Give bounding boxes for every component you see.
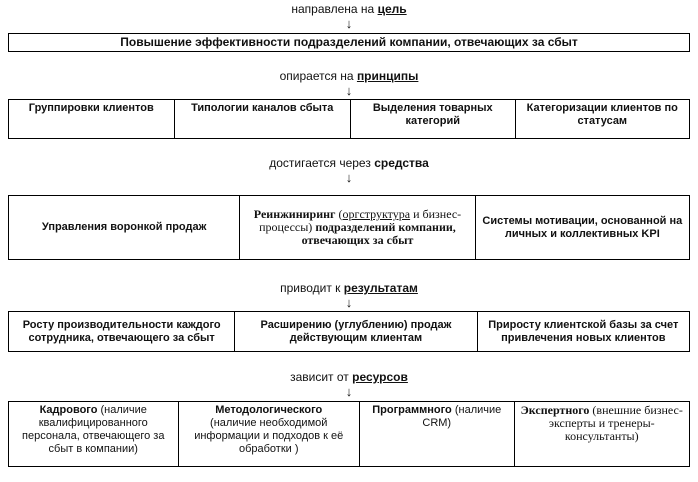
reengineering-subject: подразделений компании, отвечающих за сб… [301,220,456,247]
principles-label: опирается на принципы [0,69,698,83]
resource-item-expert: Экспертного (внешние бизнес-эксперты и т… [520,403,683,443]
results-row: Росту производительности каждого сотрудн… [8,311,690,352]
means-label-key: средства [374,156,429,170]
result-item: Росту производительности каждого сотрудн… [9,312,236,351]
goal-label-prefix: направлена на [291,2,375,16]
principles-label-prefix: опирается на [279,69,354,83]
arrow-down-icon: ↓ [345,170,353,185]
means-label: достигается через средства [0,156,698,170]
result-item: Приросту клиентской базы за счет привлеч… [488,318,679,344]
reengineering-title: Реинжиниринг [253,207,336,221]
principles-row: Группировки клиентов Типологии каналов с… [8,99,690,139]
resource-item-software: Программного (наличие CRM) [360,402,515,466]
result-item: Расширению (углублению) продаж действующ… [235,312,478,351]
resources-label-key: ресурсов [352,370,408,384]
goal-label: направлена на цель [0,2,698,16]
principles-label-key: принципы [356,69,419,83]
arrow-down-icon: ↓ [345,295,353,310]
results-label: приводит к результатам [0,281,698,295]
principle-item: Выделения товарных категорий [351,100,516,138]
goal-box: Повышение эффективности подразделений ко… [8,33,690,52]
goal-label-key: цель [377,2,407,16]
resources-label: зависит от ресурсов [0,370,698,384]
means-item-reengineering: Реинжиниринг (оргструктура и бизнес-проц… [240,196,476,259]
means-item: Системы мотивации, основанной на личных … [482,214,683,240]
goal-text: Повышение эффективности подразделений ко… [120,35,578,49]
orgstructure-text: оргструктура [342,207,411,221]
resource-item-staff: Кадрового (наличие квалифицированного пе… [9,402,179,466]
arrow-down-icon: ↓ [345,83,353,98]
resource-item-methodological: Методологического(наличие необходимой ин… [179,402,360,466]
means-label-prefix: достигается через [269,156,371,170]
results-label-key: результатам [343,281,418,295]
principle-item: Категоризации клиентов по статусам [526,102,678,127]
arrow-down-icon: ↓ [345,384,353,399]
results-label-prefix: приводит к [280,281,341,295]
principle-item: Группировки клиентов [9,100,175,138]
resources-label-prefix: зависит от [290,370,349,384]
principle-item: Типологии каналов сбыта [175,100,351,138]
resources-row: Кадрового (наличие квалифицированного пе… [8,401,690,467]
means-item: Управления воронкой продаж [9,196,241,259]
means-row: Управления воронкой продаж Реинжиниринг … [8,195,690,260]
arrow-down-icon: ↓ [345,16,353,31]
